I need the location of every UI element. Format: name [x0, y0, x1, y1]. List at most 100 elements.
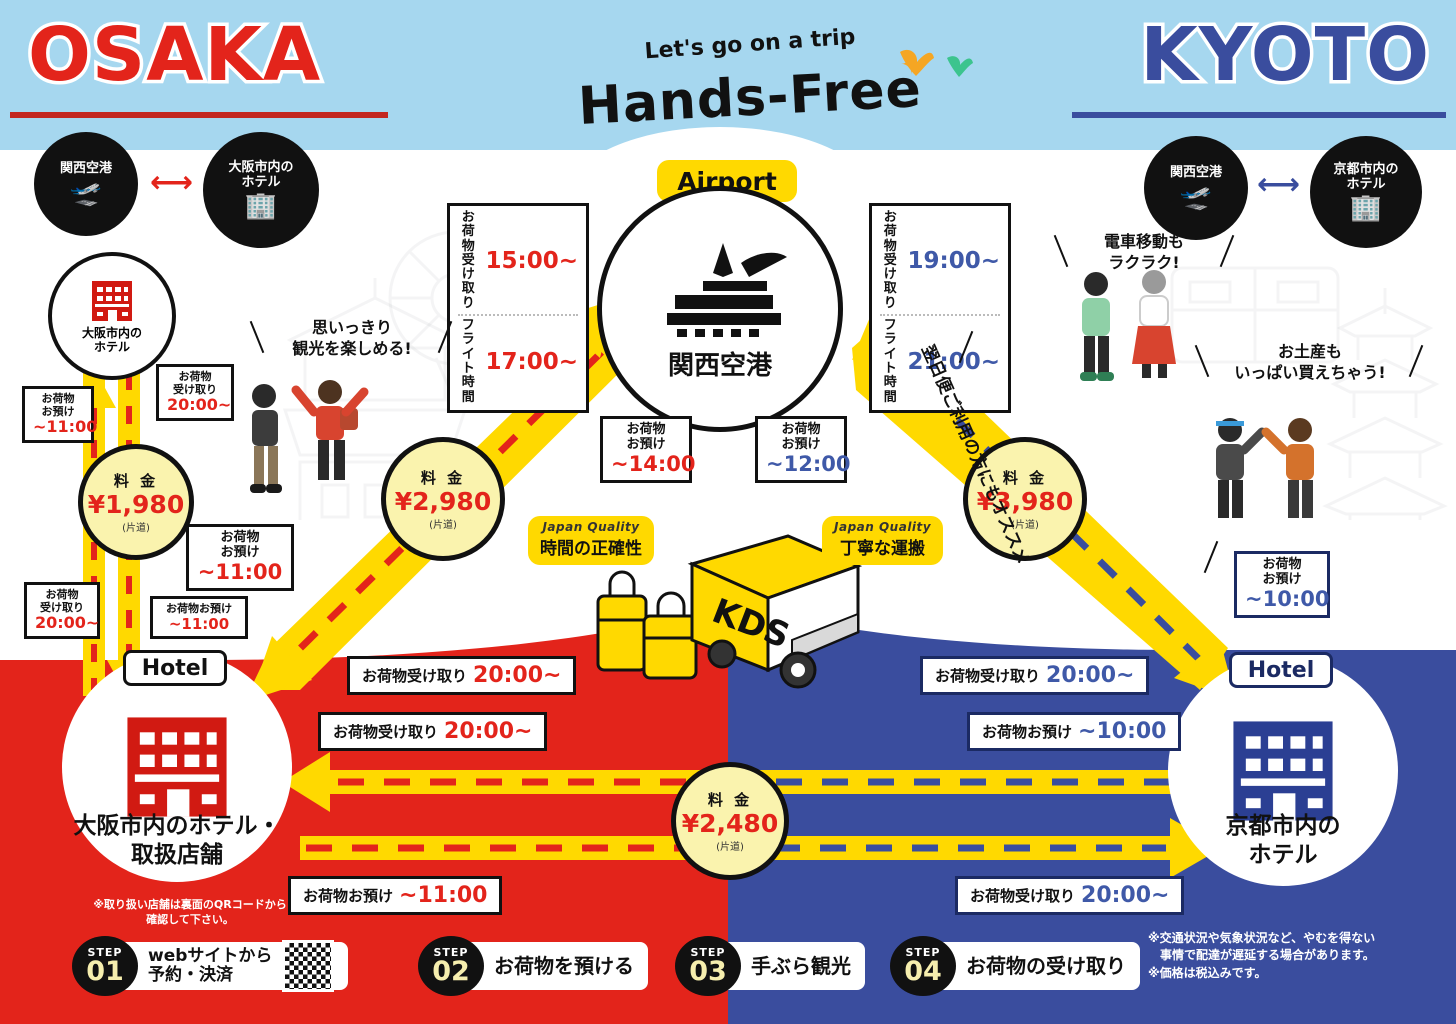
price-note: (片道)	[122, 522, 150, 534]
bar-label: お荷物お預け	[303, 887, 394, 905]
divider	[458, 314, 578, 317]
callout-time: 19:00~	[907, 248, 1000, 275]
bird-orange-shape-icon	[900, 49, 934, 76]
airport-caption: 関西空港	[667, 350, 772, 381]
osaka-mini-hotel-label: 大阪市内の ホテル	[81, 325, 142, 354]
airport-tower-icon: 🛫	[1179, 181, 1213, 212]
page-title-osaka: OSAKA	[24, 12, 323, 98]
qr-code-icon[interactable]	[282, 940, 335, 992]
callout-airport-left: お荷物 受け取り 15:00~ フライト 時間 17:00~	[447, 203, 589, 413]
chip-label-line2: ホテル	[241, 174, 281, 190]
osaka-hotel-node	[62, 652, 292, 882]
step-04[interactable]: STEP 04 お荷物の受け取り	[890, 936, 1140, 996]
page-title-kyoto: KYOTO	[1137, 12, 1433, 98]
tip-label-2: お預け	[220, 544, 260, 560]
divider	[880, 314, 1000, 317]
tip-osaka-hotel-pick: お荷物 受け取り 20:00~	[156, 364, 234, 421]
bar-time: ~10:00	[1078, 719, 1167, 744]
chip-label-line2: ホテル	[1346, 176, 1386, 192]
footnote-line1: ※取り扱い店舗は裏面のQRコードから	[93, 898, 287, 911]
bar-osaka-drop-bottom: お荷物お預け ~11:00	[288, 876, 503, 915]
price-note: (片道)	[716, 841, 744, 853]
badge-label: 時間の正確性	[540, 539, 642, 559]
tip-time: ~14:00	[611, 451, 696, 476]
tip-label-1: お荷物	[626, 422, 666, 437]
bar-time: 20:00~	[444, 719, 533, 744]
bar-label: お荷物受け取り	[362, 667, 468, 685]
bar-label: お荷物受け取り	[970, 887, 1076, 905]
tip-osaka-drop-11: お荷物 お預け ~11:00	[186, 524, 294, 591]
tip-label-2: 受け取り	[173, 382, 217, 396]
callout-label: フライト 時間	[461, 318, 475, 405]
step-02[interactable]: STEP 02 お荷物を預ける	[418, 936, 648, 996]
osaka-hotel-tag: Hotel	[123, 650, 227, 686]
price-note: (片道)	[429, 519, 457, 531]
footnote-line2: 事情で配達が遅延する場合があります。	[1148, 948, 1375, 963]
bar-kyoto-pick-top: お荷物受け取り 20:00~	[920, 656, 1150, 695]
bar-time: 20:00~	[1046, 663, 1135, 688]
step-01[interactable]: STEP 01 webサイトから 予約・決済	[72, 936, 349, 996]
tip-label-2: 受け取り	[40, 600, 84, 614]
tip-label-2: お預け	[41, 404, 75, 418]
step-badge: STEP 03	[675, 936, 741, 996]
bar-time: 20:00~	[1081, 883, 1170, 908]
price-label: 料 金	[420, 469, 466, 488]
step-kicker: STEP	[87, 946, 123, 959]
airport-tower-icon	[667, 242, 787, 337]
tip-label-2: お預け	[781, 436, 821, 452]
tip-label-1: お荷物	[781, 422, 821, 437]
bidirectional-arrow-right-icon: ⟷	[1257, 167, 1301, 202]
tip-time: 20:00~	[35, 613, 100, 633]
callout-row-flight: フライト 時間 21:00~	[880, 318, 1000, 405]
step-badge: STEP 04	[890, 936, 956, 996]
bidirectional-arrow-left-icon: ⟷	[150, 165, 194, 200]
bar-label: お荷物受け取り	[935, 667, 1041, 685]
tip-label-1: お荷物お預け	[166, 602, 232, 615]
step-kicker: STEP	[433, 946, 469, 959]
tip-airport-drop-12: お荷物 お預け ~12:00	[755, 416, 851, 483]
step-kicker: STEP	[905, 946, 941, 959]
bar-kyoto-drop-mid: お荷物お預け ~10:00	[967, 712, 1182, 751]
price-value: ¥1,980	[87, 490, 185, 520]
bar-label: お荷物受け取り	[333, 723, 439, 741]
hotel-building-icon: 🏢	[244, 191, 278, 222]
kyoto-hotel-node	[1168, 656, 1398, 886]
step-badge: STEP 01	[72, 936, 138, 996]
tip-label-1: お荷物	[41, 392, 75, 405]
chip-label-line1: 京都市内の	[1333, 161, 1399, 177]
annotation-souvenir: お土産も いっぱい買えちゃう!	[1194, 342, 1424, 384]
step-label: webサイトから 予約・決済	[118, 940, 349, 992]
kyoto-hotel-tag: Hotel	[1229, 652, 1333, 688]
price-osaka-hotel-airport: 料 金 ¥2,980 (片道)	[381, 437, 505, 561]
bar-osaka-pick-top: お荷物受け取り 20:00~	[347, 656, 577, 695]
chip-label: 関西空港	[1169, 165, 1222, 181]
bar-time: 20:00~	[473, 663, 562, 688]
callout-time: 21:00~	[907, 348, 1000, 375]
hotel-building-icon	[127, 717, 227, 817]
price-value: ¥2,480	[681, 809, 779, 839]
footnote-line3: ※価格は税込みです。	[1148, 965, 1267, 980]
callout-time: 17:00~	[485, 348, 578, 375]
tip-label-1: お荷物	[45, 588, 79, 601]
kyoto-rule	[1072, 112, 1446, 118]
tip-airport-drop-14: お荷物 お預け ~14:00	[600, 416, 696, 483]
chip-kyoto-hotel-header: 京都市内の ホテル 🏢	[1310, 136, 1422, 248]
tip-label-2: お預け	[626, 436, 666, 452]
annotation-train: 電車移動も ラクラク!	[1053, 232, 1235, 274]
price-label: 料 金	[1002, 469, 1048, 488]
callout-label: お荷物 受け取り	[883, 210, 897, 311]
callout-time: 15:00~	[485, 248, 578, 275]
tip-time: ~11:00	[33, 417, 98, 437]
bird-green-shape-icon	[947, 56, 973, 77]
step-badge: STEP 02	[418, 936, 484, 996]
step-03[interactable]: STEP 03 手ぶら観光	[675, 936, 865, 996]
tip-time: ~12:00	[766, 451, 851, 476]
tip-label-1: お荷物	[220, 530, 260, 545]
callout-row-flight: フライト 時間 17:00~	[458, 318, 578, 405]
callout-label: お荷物 受け取り	[461, 210, 475, 311]
step-number: 01	[86, 956, 124, 987]
step-label-line2: 予約・決済	[148, 965, 233, 985]
tip-time: 20:00~	[167, 395, 232, 415]
delivery-truck-illustration: KDS	[596, 534, 863, 689]
tip-time: ~11:00	[197, 559, 283, 584]
